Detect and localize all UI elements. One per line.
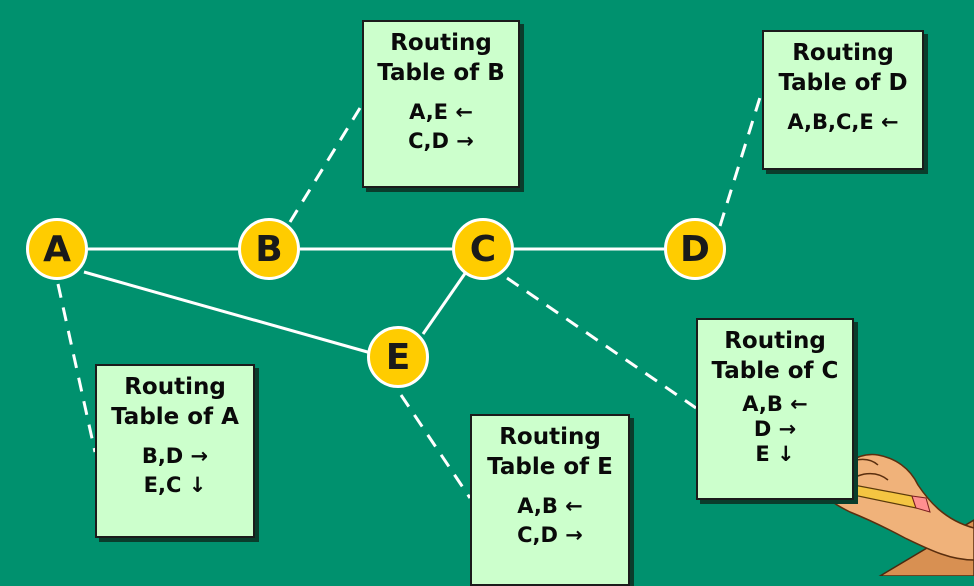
routing-table-c-title-line1: Routing	[724, 328, 826, 354]
node-c: C	[452, 218, 514, 280]
leader-a	[56, 283, 97, 453]
routing-table-e-entries: A,B ← C,D →	[472, 492, 628, 550]
routing-table-b: Routing Table of B A,E ← C,D →	[362, 20, 520, 188]
routing-table-b-entry: A,E ←	[409, 100, 473, 124]
routing-table-c-entry: A,B ←	[742, 392, 808, 416]
leader-d	[718, 90, 764, 227]
leader-b	[288, 107, 362, 223]
routing-table-d-title-line2: Table of D	[778, 70, 908, 96]
node-e: E	[367, 326, 429, 388]
routing-table-a-title-line2: Table of A	[111, 404, 239, 430]
table-leader-lines	[56, 90, 764, 499]
leader-e	[399, 394, 472, 499]
routing-table-a-title: Routing Table of A	[97, 372, 253, 432]
routing-table-a-entry: B,D →	[141, 444, 209, 468]
routing-table-b-title-line1: Routing	[390, 30, 492, 56]
routing-table-c-title-line2: Table of C	[711, 358, 839, 384]
routing-table-d-title-line1: Routing	[792, 40, 894, 66]
routing-table-a: Routing Table of A B,D → E,C ↓	[95, 364, 255, 538]
routing-table-c-title: Routing Table of C	[698, 326, 852, 386]
link-e-c	[421, 271, 468, 335]
routing-table-e-title-line2: Table of E	[487, 454, 613, 480]
network-links	[83, 247, 664, 355]
routing-table-a-title-line1: Routing	[124, 374, 226, 400]
link-a-e	[83, 270, 372, 355]
routing-table-e-entry: A,B ←	[517, 494, 583, 518]
routing-table-a-entry: E,C ↓	[143, 473, 207, 497]
routing-table-e: Routing Table of E A,B ← C,D →	[470, 414, 630, 586]
routing-table-b-title-line2: Table of B	[377, 60, 505, 86]
routing-table-c-entry: E ↓	[755, 442, 795, 466]
node-a: A	[26, 218, 88, 280]
routing-table-d-entry: A,B,C,E ←	[787, 110, 899, 134]
routing-table-c: Routing Table of C A,B ← D → E ↓	[696, 318, 854, 500]
routing-table-a-entries: B,D → E,C ↓	[97, 442, 253, 500]
node-d: D	[664, 218, 726, 280]
routing-table-d-title: Routing Table of D	[764, 38, 922, 98]
routing-table-e-title: Routing Table of E	[472, 422, 628, 482]
routing-table-e-title-line1: Routing	[499, 424, 601, 450]
routing-table-b-entries: A,E ← C,D →	[364, 98, 518, 156]
routing-table-b-title: Routing Table of B	[364, 28, 518, 88]
routing-table-e-entry: C,D →	[517, 523, 583, 547]
leader-c	[506, 276, 697, 410]
routing-table-b-entry: C,D →	[408, 129, 474, 153]
routing-table-c-entries: A,B ← D → E ↓	[698, 392, 852, 467]
node-b: B	[238, 218, 300, 280]
routing-table-d: Routing Table of D A,B,C,E ←	[762, 30, 924, 170]
routing-table-d-entries: A,B,C,E ←	[764, 108, 922, 137]
routing-table-c-entry: D →	[753, 417, 797, 441]
